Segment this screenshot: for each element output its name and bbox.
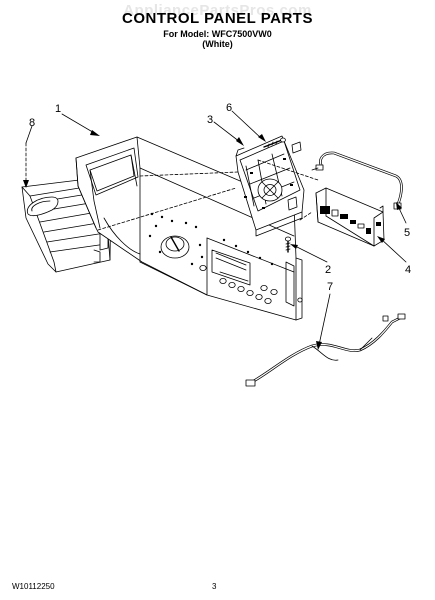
callout-7: 7 [327, 281, 333, 293]
callout-2: 2 [325, 264, 331, 276]
callout-1: 1 [55, 103, 61, 115]
callout-8: 8 [29, 117, 35, 129]
callout-6: 6 [226, 102, 232, 114]
part-screw-2 [284, 236, 291, 253]
console-buttons [199, 264, 303, 304]
indicator-lights [148, 212, 274, 266]
callout-3: 3 [207, 114, 213, 126]
part-screw-6 [263, 137, 286, 148]
part-circuit-board [315, 187, 385, 247]
selector-knob [160, 235, 190, 259]
color-line: (White) [202, 39, 233, 49]
page-number: 3 [212, 582, 217, 591]
board-components [244, 158, 293, 209]
page-title: CONTROL PANEL PARTS [122, 10, 313, 27]
watermark-text: AppliancePartsPros.com [123, 2, 312, 19]
model-line: For Model: WFC7500VW0 [163, 29, 272, 39]
callout-4: 4 [405, 264, 411, 276]
callout-5: 5 [404, 227, 410, 239]
part-control-board [235, 135, 305, 237]
document-number: W10112250 [12, 582, 55, 591]
part-wire-harness-long [245, 313, 406, 387]
leader-arrowheads [23, 130, 402, 350]
assembly-lines [25, 142, 319, 231]
